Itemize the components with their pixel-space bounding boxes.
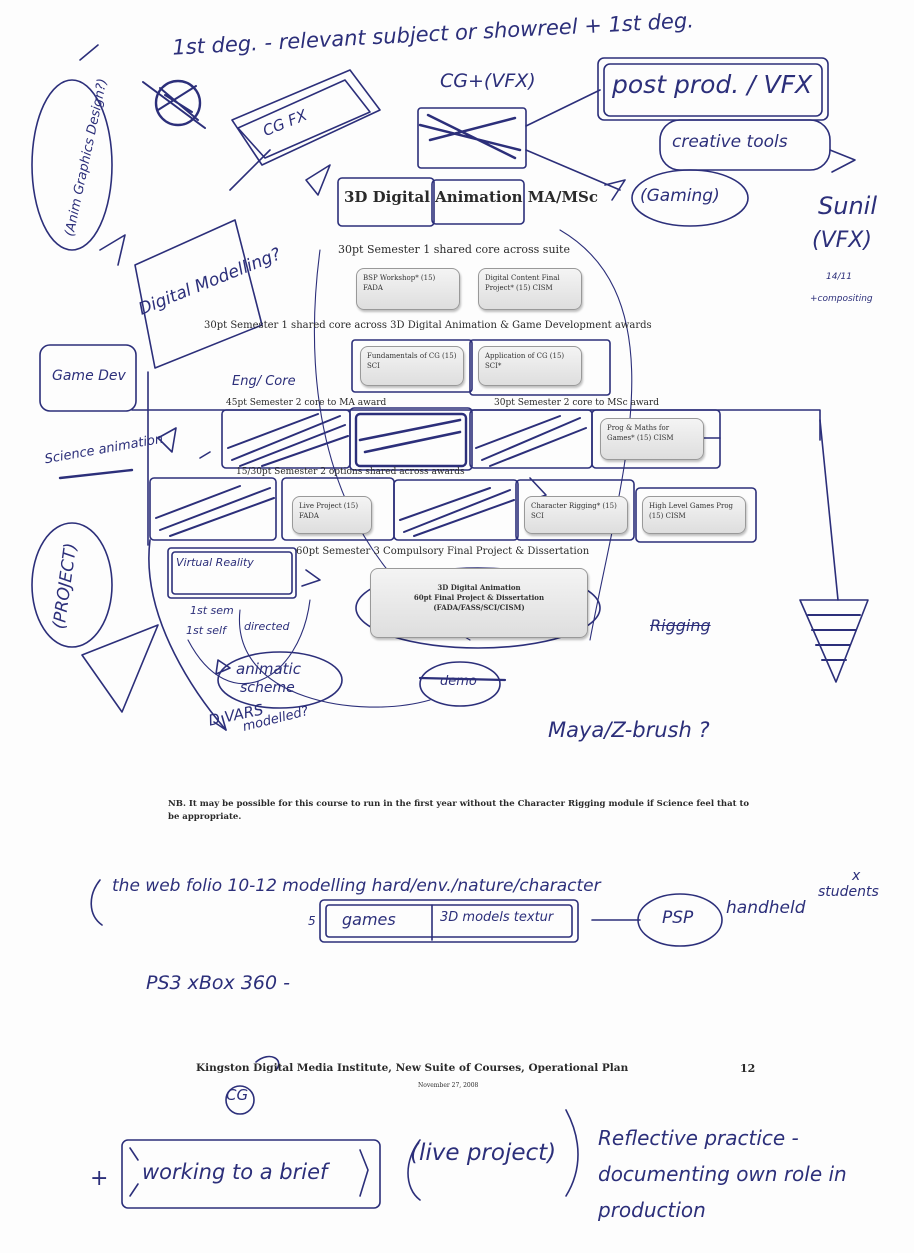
funnel — [799, 599, 869, 683]
semester-3-header: 60pt Semester 3 Compulsory Final Project… — [296, 546, 590, 557]
semester-1-suite-header: 30pt Semester 1 shared core across suite — [338, 243, 570, 256]
hw-students: students — [818, 884, 879, 900]
hw-game-dev: Game Dev — [52, 368, 126, 384]
hw-ps3: PS3 xBox 360 - — [146, 972, 290, 994]
hw-vfx: (VFX) — [812, 228, 872, 253]
hw-x: x — [852, 868, 861, 884]
hw-3d-models: 3D models textur — [440, 910, 554, 925]
final-project-line-1: 3D Digital Animation — [437, 583, 521, 592]
working-to-brief-box — [121, 1139, 381, 1209]
hw-cg-footer: CG — [226, 1086, 249, 1104]
virtual-reality-box — [167, 547, 297, 599]
hw-compositing: +compositing — [810, 294, 873, 304]
note-text: NB. It may be possible for this course t… — [168, 799, 750, 822]
hw-games: games — [342, 910, 396, 929]
module-application-cg: Application of CG (15) SCI* — [478, 346, 582, 386]
hw-demo: demo — [440, 674, 477, 689]
module-final-project: 3D Digital Animation 60pt Final Project … — [370, 568, 588, 638]
hw-sunil: Sunil — [818, 192, 877, 220]
cg-fx-box — [231, 69, 381, 166]
hw-rigging-strike: Rigging — [650, 616, 711, 635]
footer-page-number: 12 — [740, 1062, 756, 1075]
final-project-line-2: 60pt Final Project & Dissertation — [413, 593, 545, 602]
hw-reflective: Reflective practice - documenting own ro… — [598, 1126, 847, 1222]
hw-portfolio: the web folio 10-12 modelling hard/env./… — [112, 876, 601, 896]
hw-plus: + — [90, 1166, 109, 1191]
anim-ellipse — [31, 79, 113, 251]
hw-1st-self: 1st self — [186, 624, 226, 637]
hw-maya-zbrush: Maya/Z-brush ? — [548, 718, 710, 742]
hw-post-prod: post prod. / VFX — [612, 70, 813, 99]
hw-directed: directed — [244, 620, 290, 633]
psp-ellipse — [637, 893, 723, 947]
footer-date: November 27, 2008 — [418, 1082, 479, 1089]
semester-2-ma-header: 45pt Semester 2 core to MA award — [226, 398, 387, 408]
digital-modelling-box — [134, 219, 263, 369]
hw-creative-tools: creative tools — [672, 132, 788, 152]
module-character-rigging: Character Rigging* (15) SCI — [524, 496, 628, 534]
scribble-ball — [154, 79, 202, 127]
hw-live-project: (live project) — [410, 1140, 557, 1166]
creative-tools-box — [659, 119, 831, 171]
games-box — [319, 899, 579, 943]
hw-animatic: animatic — [236, 660, 301, 678]
hw-1st-sem: 1st sem — [190, 604, 234, 617]
hw-cg-vfx: CG+(VFX) — [440, 70, 536, 92]
project-ellipse — [31, 522, 113, 648]
demo-ellipse — [419, 661, 501, 707]
big-triangle — [81, 624, 159, 713]
semester-1-awards-header: 30pt Semester 1 shared core across 3D Di… — [204, 320, 652, 331]
page-title: 3D Digital Animation MA/MSc — [344, 188, 599, 206]
semester-2-options-header: 15/30pt Semester 2 options shared across… — [236, 467, 465, 477]
hw-psp: PSP — [662, 908, 694, 928]
module-digital-content: Digital Content Final Project* (15) CISM — [478, 268, 582, 310]
module-bsp-workshop: BSP Workshop* (15) FADA — [356, 268, 460, 310]
hw-scheme: scheme — [240, 680, 295, 696]
footer-title: Kingston Digital Media Institute, New Su… — [196, 1062, 629, 1074]
hw-virtual-reality: Virtual Reality — [176, 556, 254, 569]
semester-2-msc-header: 30pt Semester 2 core to MSc award — [494, 398, 659, 408]
hw-engl-core: Eng/ Core — [232, 374, 296, 389]
hw-five: 5 — [308, 914, 316, 928]
hw-gaming: (Gaming) — [640, 186, 720, 206]
hw-handheld: handheld — [726, 898, 806, 918]
hw-working-to-brief: working to a brief — [142, 1160, 328, 1184]
module-prog-maths: Prog & Maths for Games* (15) CISM — [600, 418, 704, 460]
module-high-level-games: High Level Games Prog (15) CISM — [642, 496, 746, 534]
vfx-box — [417, 107, 527, 169]
final-project-line-3: (FADA/FASS/SCI/CISM) — [433, 603, 525, 612]
gaming-ellipse — [631, 169, 749, 227]
hw-sunil-date: 14/11 — [826, 272, 852, 282]
module-live-project: Live Project (15) FADA — [292, 496, 372, 534]
module-fundamentals-cg: Fundamentals of CG (15) SCI — [360, 346, 464, 386]
game-dev-box — [39, 344, 137, 412]
